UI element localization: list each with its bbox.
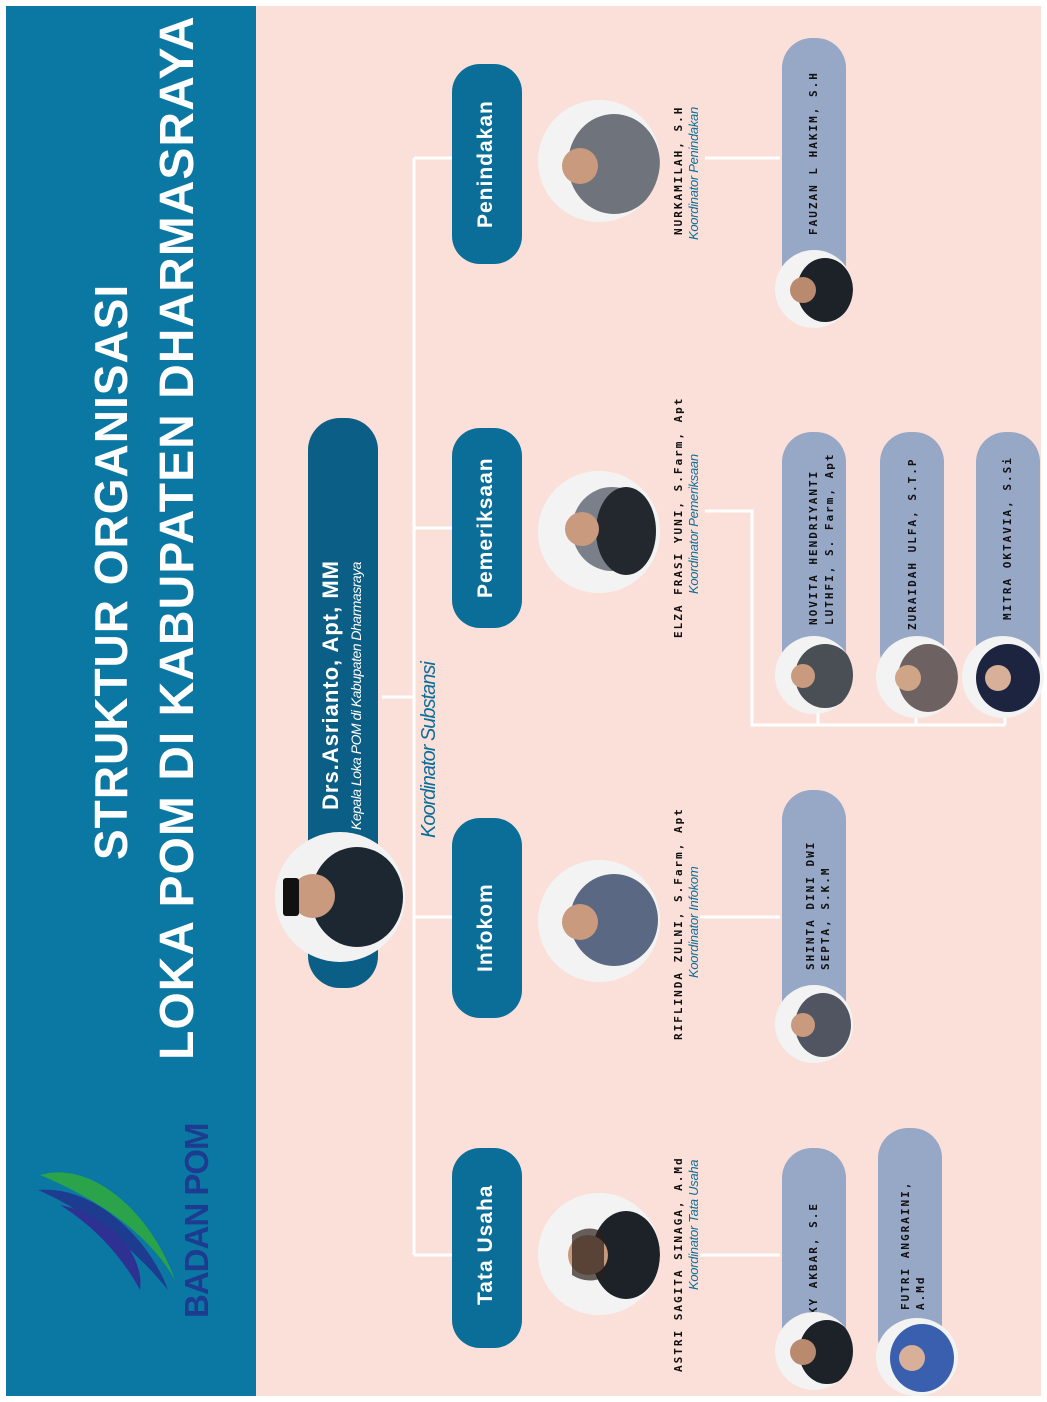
coordinator-role-tata-usaha: Koordinator Tata Usaha [686, 1159, 701, 1290]
staff-avatar [775, 1312, 853, 1390]
coordinator-name-penindakan: NURKAMILAH, S.H [672, 105, 685, 235]
head-role: Kepala Loka POM di Kabupaten Dharmasraya [348, 562, 364, 830]
unit-pill-tata-usaha [452, 1148, 522, 1348]
coordinator-role-infokom: Koordinator Infokom [686, 866, 701, 978]
staff-name-line1: FUTRI ANGRAINI, [899, 1180, 912, 1310]
coordinator-avatar-tata-usaha [538, 1193, 660, 1315]
coordinator-avatar-penindakan [538, 100, 660, 222]
person-photo-icon [976, 644, 1040, 712]
coordinator-name-tata-usaha: ASTRI SAGITA SINAGA, A.Md [672, 1156, 685, 1372]
logo-text: BADAN POM [178, 1123, 215, 1319]
head-avatar [275, 832, 405, 962]
person-photo-icon [565, 487, 656, 575]
header-banner [6, 6, 256, 1396]
person-photo-icon [895, 644, 958, 712]
coordinator-name-infokom: RIFLINDA ZULNI, S.Farm, Apt [672, 807, 685, 1040]
unit-label-penindakan: Penindakan [474, 100, 497, 228]
coordinator-name-pemeriksaan: ELZA FRASI YUNI, S.Farm, Apt [672, 396, 685, 638]
unit-label-pemeriksaan: Pemeriksaan [474, 457, 497, 598]
unit-pill-pemeriksaan [452, 428, 522, 628]
staff-avatar [876, 636, 958, 718]
staff-avatar [876, 1318, 958, 1396]
coordinator-avatar-pemeriksaan [538, 471, 660, 593]
person-photo-icon [890, 1324, 954, 1392]
staff-avatar [962, 636, 1044, 718]
person-photo-icon [791, 644, 853, 708]
staff-name-line1: ZURAIDAH ULFA, S.T.P [906, 457, 919, 630]
unit-label-infokom: Infokom [474, 883, 497, 972]
staff-name-line2: A.Md [914, 1275, 927, 1311]
unit-pill-infokom [452, 818, 522, 1018]
substansi-label: Koordinator Substansi [418, 662, 440, 838]
person-photo-icon [568, 1211, 660, 1299]
staff-avatar [775, 250, 853, 328]
staff-name-line1: MITRA OKTAVIA, S.Si [1001, 456, 1014, 620]
staff-name-line2: SEPTA, S.K.M [819, 866, 832, 970]
head-name: Drs.Asrianto, Apt, MM [318, 560, 343, 810]
person-photo-icon [790, 1320, 853, 1384]
person-photo-icon [562, 114, 660, 214]
staff-name-line1: FAUZAN L HAKIM, S.H [807, 71, 820, 235]
person-photo-icon [791, 993, 851, 1057]
person-photo-icon [283, 847, 403, 947]
link-pemeriksaan-staff [705, 509, 1005, 727]
staff-name-line1: SHINTA DINI DWI [804, 840, 817, 970]
coordinator-role-penindakan: Koordinator Penindakan [686, 107, 701, 240]
staff-avatar [775, 636, 853, 714]
person-photo-icon [562, 874, 658, 966]
coordinator-role-pemeriksaan: Koordinator Pemeriksaan [686, 454, 701, 594]
staff-name-line2: LUTHFI, S. Farm, Apt [823, 452, 836, 625]
staff-avatar [775, 985, 853, 1063]
unit-pill-penindakan [452, 64, 522, 264]
unit-label-tata-usaha: Tata Usaha [474, 1184, 497, 1306]
staff-name-line1: NOVITA HENDRIYANTI [807, 469, 820, 625]
person-photo-icon [790, 258, 853, 322]
coordinator-avatar-infokom [538, 860, 660, 982]
